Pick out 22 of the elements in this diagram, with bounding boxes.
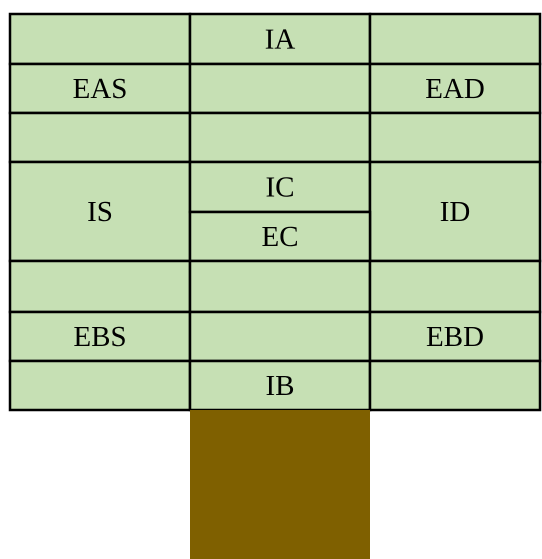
grid-cell: EC	[188, 210, 372, 262]
grid-cell	[368, 260, 542, 314]
grid-cell: EBD	[368, 310, 542, 362]
grid-cell: EAD	[368, 62, 542, 114]
grid-cell: IB	[188, 360, 372, 412]
grid-cell	[8, 260, 192, 314]
grid-cell	[188, 310, 372, 362]
grid-cell	[8, 112, 192, 164]
grid-cell: EAS	[8, 62, 192, 114]
grid-cell	[188, 62, 372, 114]
grid-cell: IS	[8, 160, 192, 262]
grid-cell: EBS	[8, 310, 192, 362]
grid-cell: IA	[188, 12, 372, 66]
grid-cell	[368, 360, 542, 412]
grid-cell	[188, 260, 372, 314]
grid-cell	[188, 112, 372, 164]
grid-cell	[368, 112, 542, 164]
grid-cell	[368, 12, 542, 66]
grid-cell	[8, 12, 192, 66]
grid-cell	[8, 360, 192, 412]
grid-cell: IC	[188, 160, 372, 214]
soil-block	[190, 410, 370, 559]
